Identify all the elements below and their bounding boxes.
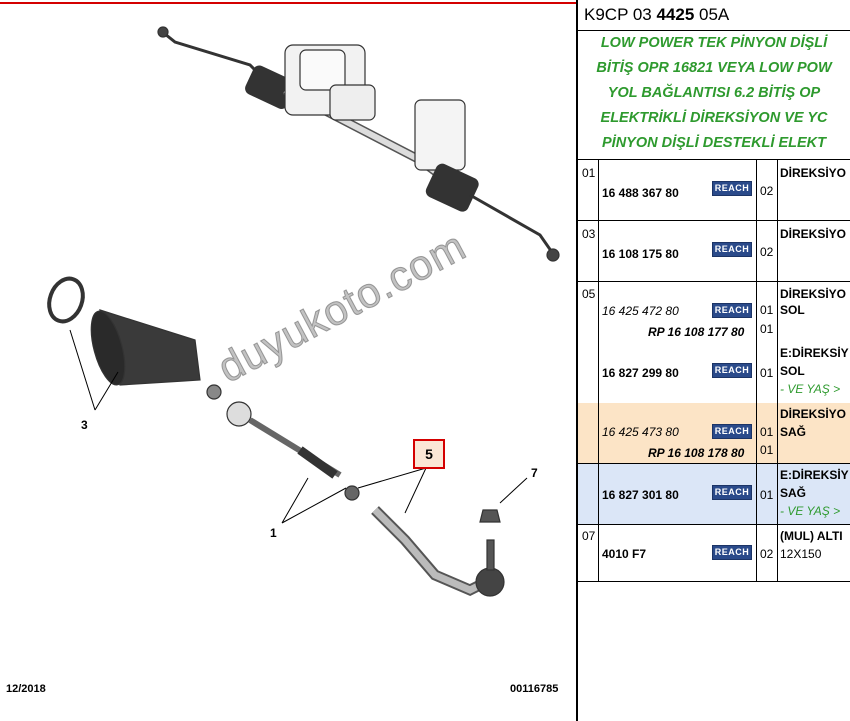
row-index: 03 <box>582 227 596 241</box>
header-rule <box>0 2 576 4</box>
part-number[interactable]: 16 827 301 80 <box>602 488 679 502</box>
part-description: DİREKSİYO <box>780 166 847 180</box>
replacement-part-number[interactable]: RP 16 108 178 80 <box>648 446 745 460</box>
row-index: 07 <box>582 529 596 543</box>
reach-badge: REACH <box>712 363 752 378</box>
part-description: DİREKSİYO <box>780 227 847 241</box>
part-number[interactable]: 16 488 367 80 <box>602 186 679 200</box>
part-description: DİREKSİYO <box>780 287 847 301</box>
description-line: ELEKTRİKLİ DİREKSİYON VE YC <box>600 110 828 126</box>
quantity: 01 <box>760 488 774 502</box>
description-line: YOL BAĞLANTISI 6.2 BİTİŞ OP <box>607 85 821 101</box>
replacement-quantity: 01 <box>760 322 774 336</box>
col-line-index <box>598 160 599 581</box>
part-spec: 12X150 <box>780 547 822 561</box>
group-description: LOW POWER TEK PİNYON DİŞLİ BİTİŞ OPR 168… <box>578 31 850 160</box>
code-suffix: 05A <box>694 5 730 24</box>
part-side: SAĞ <box>780 486 807 500</box>
reach-badge: REACH <box>712 181 752 196</box>
part-number[interactable]: 16 425 473 80 <box>602 425 679 439</box>
quantity: 02 <box>760 245 774 259</box>
description-line: LOW POWER TEK PİNYON DİŞLİ <box>600 35 828 51</box>
table-row[interactable]: 01 16 488 367 80 REACH 02 DİREKSİYO <box>578 160 850 221</box>
row-index: 05 <box>582 287 596 301</box>
quantity: 02 <box>760 547 774 561</box>
part-note: - VE YAŞ > <box>780 504 841 518</box>
col-line-qty <box>756 160 757 581</box>
row-index: 01 <box>582 166 596 180</box>
part-description: (MUL) ALTI <box>780 529 843 543</box>
table-row[interactable]: 05 16 425 472 80 REACH 01 RP 16 108 177 … <box>578 282 850 342</box>
callout-3: 3 <box>81 418 88 432</box>
replacement-quantity: 01 <box>760 443 774 457</box>
column-divider <box>576 0 578 721</box>
table-row[interactable]: 16 425 473 80 REACH 01 RP 16 108 178 80 … <box>578 403 850 464</box>
reach-badge: REACH <box>712 424 752 439</box>
part-description: DİREKSİYO <box>780 407 847 421</box>
part-side: SOL <box>780 364 805 378</box>
callout-7: 7 <box>531 466 538 480</box>
part-note: - VE YAŞ > <box>780 382 841 396</box>
callout-5[interactable]: 5 <box>413 439 445 469</box>
reach-badge: REACH <box>712 303 752 318</box>
reach-badge: REACH <box>712 242 752 257</box>
col-line-desc <box>777 160 778 581</box>
table-row[interactable]: 07 4010 F7 REACH 02 (MUL) ALTI 12X150 <box>578 525 850 582</box>
replacement-part-number[interactable]: RP 16 108 177 80 <box>648 325 745 339</box>
part-group-code: K9CP 03 4425 05A <box>578 0 850 31</box>
description-line: BİTİŞ OPR 16821 VEYA LOW POW <box>596 60 832 76</box>
quantity: 01 <box>760 425 774 439</box>
part-side: SAĞ <box>780 425 807 439</box>
parts-diagram: 3 1 5 7 duyukoto.com 12/2018 00116785 <box>0 2 576 695</box>
table-row[interactable]: 03 16 108 175 80 REACH 02 DİREKSİYO <box>578 221 850 282</box>
code-bold: 4425 <box>656 5 695 24</box>
part-number[interactable]: 16 827 299 80 <box>602 366 679 380</box>
reach-badge: REACH <box>712 485 752 500</box>
exploded-parts <box>47 276 505 597</box>
quantity: 01 <box>760 366 774 380</box>
parts-list-panel: K9CP 03 4425 05A LOW POWER TEK PİNYON Dİ… <box>578 0 850 721</box>
quantity: 02 <box>760 184 774 198</box>
part-number[interactable]: 16 425 472 80 <box>602 304 679 318</box>
callout-leaders <box>69 329 528 524</box>
part-number[interactable]: 16 108 175 80 <box>602 247 679 261</box>
steering-rack-assembly <box>157 26 560 262</box>
figure-code: 00116785 <box>510 683 559 695</box>
part-number[interactable]: 4010 F7 <box>602 547 647 561</box>
steering-rack-illustration <box>47 26 560 597</box>
part-description: E:DİREKSİY <box>780 346 849 360</box>
reach-badge: REACH <box>712 545 752 560</box>
part-description: E:DİREKSİY <box>780 468 849 482</box>
part-side: SOL <box>780 303 805 317</box>
diagram-date: 12/2018 <box>6 683 46 695</box>
quantity: 01 <box>760 303 774 317</box>
description-line: PİNYON DİŞLİ DESTEKLİ ELEKT <box>602 135 826 151</box>
table-row[interactable]: 16 827 301 80 REACH 01 E:DİREKSİY SAĞ - … <box>578 464 850 525</box>
callout-1: 1 <box>270 526 277 540</box>
code-prefix: K9CP 03 <box>584 5 657 24</box>
table-row[interactable]: 16 827 299 80 REACH 01 E:DİREKSİY SOL - … <box>578 342 850 404</box>
